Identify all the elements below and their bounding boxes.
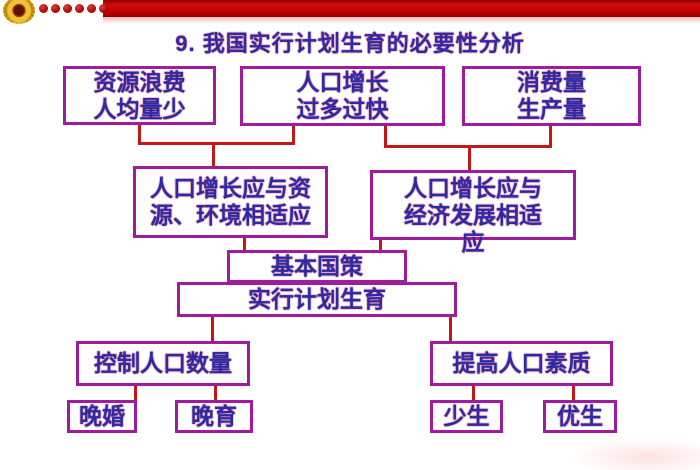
node-late-marriage: 晚婚 <box>67 400 137 433</box>
node-family-planning: 实行计划生育 <box>177 282 457 317</box>
connector-line <box>292 124 295 145</box>
node-population-growth: 人口增长 过多过快 <box>240 66 445 126</box>
node-match-economy: 人口增长应与 经济发展相适 应 <box>370 170 576 255</box>
connector-line <box>468 145 471 173</box>
decor-dot-icon <box>75 4 84 13</box>
decor-dot-icon <box>99 4 108 13</box>
node-basic-policy: 基本国策 <box>227 250 407 283</box>
decor-dot-icon <box>87 4 96 13</box>
node-better-births: 优生 <box>543 400 617 433</box>
node-match-resources-env: 人口增长应与资 源、环境相适应 <box>133 166 328 238</box>
connector-line <box>472 384 475 403</box>
header-bar-fade <box>103 17 700 24</box>
connector-line <box>212 142 215 169</box>
node-late-childbirth: 晚育 <box>175 400 253 433</box>
connector-line <box>138 124 141 145</box>
header-dots <box>39 4 108 14</box>
page-title: 9. 我国实行计划生育的必要性分析 <box>175 31 525 56</box>
connector-line <box>134 384 137 403</box>
connector-line <box>449 315 452 344</box>
connector-line <box>379 238 382 253</box>
header-red-bar <box>103 0 700 17</box>
node-consumption-production: 消费量 生产量 <box>462 66 641 126</box>
node-control-quantity: 控制人口数量 <box>76 341 250 386</box>
connector-line <box>214 384 217 403</box>
connector-line <box>384 124 387 148</box>
decor-dot-icon <box>39 4 48 13</box>
decor-dot-icon <box>51 4 60 13</box>
gold-badge-icon <box>3 0 35 24</box>
node-improve-quality: 提高人口素质 <box>430 341 613 386</box>
connector-line <box>549 124 552 148</box>
connector-line <box>572 384 575 403</box>
node-resource-waste: 资源浪费 人均量少 <box>63 66 216 125</box>
watermark-smudge <box>570 438 700 470</box>
connector-line <box>211 315 214 344</box>
node-fewer-births: 少生 <box>430 400 503 433</box>
decor-dot-icon <box>63 4 72 13</box>
connector-line <box>138 142 295 145</box>
connector-line <box>243 236 246 253</box>
